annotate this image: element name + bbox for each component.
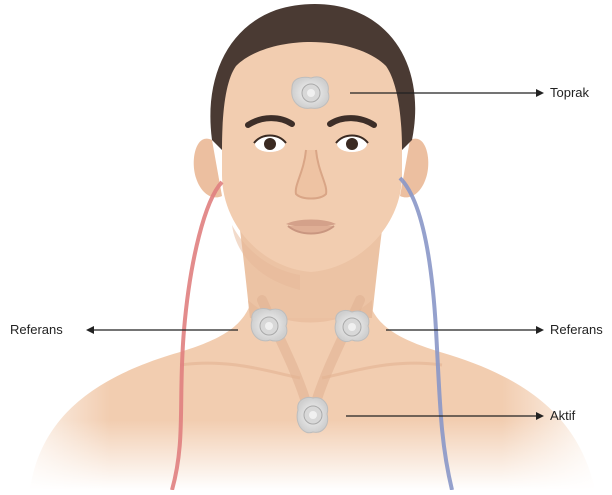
sternum-electrode bbox=[297, 398, 328, 433]
right-neck-electrode bbox=[335, 310, 369, 341]
right-reference-label: Referans bbox=[550, 322, 603, 338]
ground-arrowhead bbox=[536, 89, 544, 97]
active-label: Aktif bbox=[550, 408, 575, 424]
ground-label: Toprak bbox=[550, 85, 589, 101]
forehead-electrode bbox=[292, 77, 329, 108]
left-reference-label: Referans bbox=[10, 322, 63, 338]
left-neck-electrode bbox=[251, 308, 287, 341]
